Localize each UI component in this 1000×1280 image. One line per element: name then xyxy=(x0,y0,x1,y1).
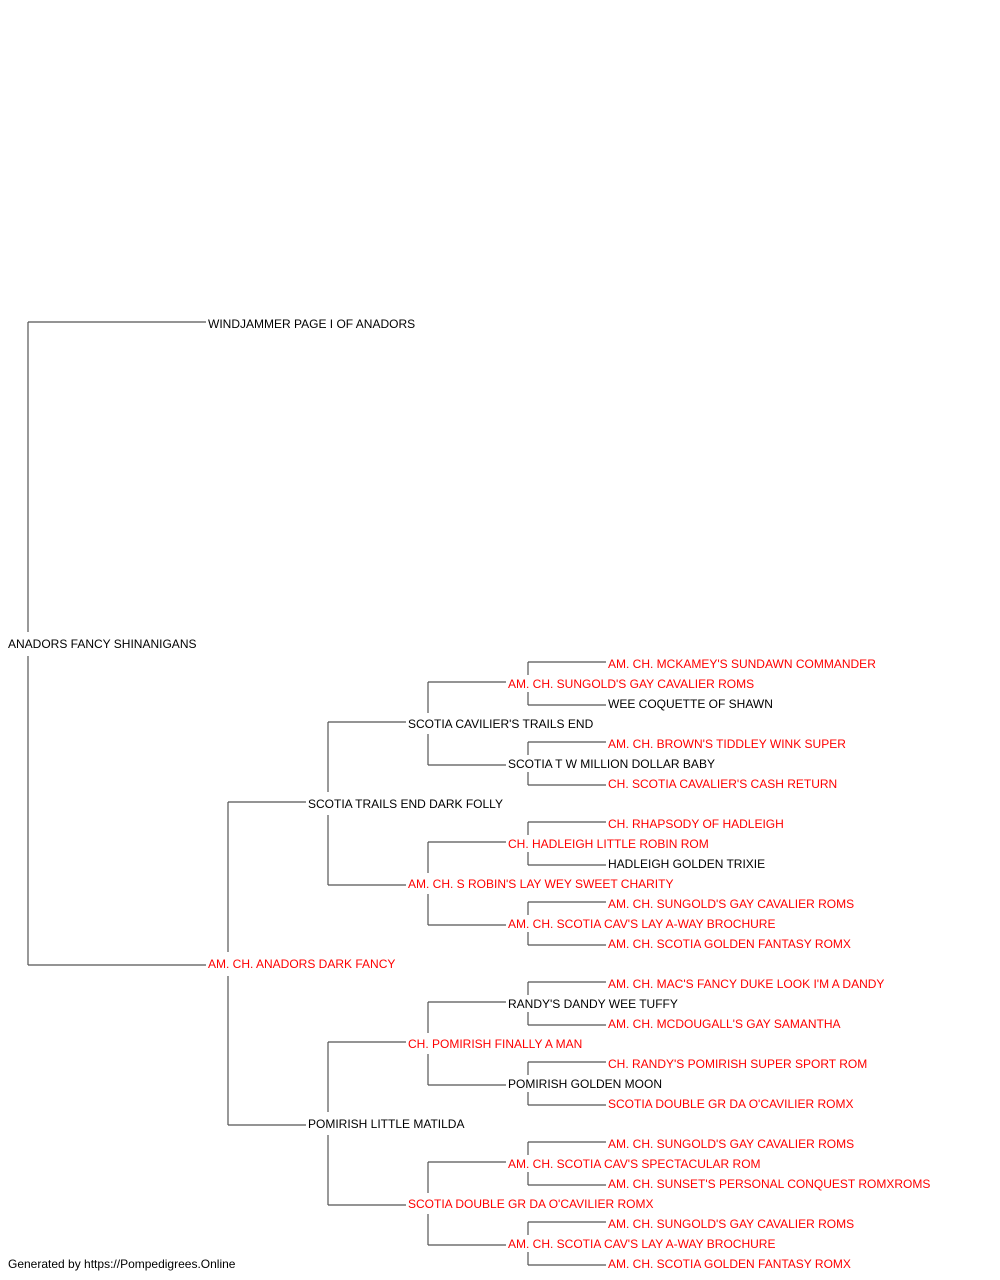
dog-name[interactable]: SCOTIA DOUBLE GR DA O'CAVILIER ROMX xyxy=(608,1097,853,1111)
dog-name[interactable]: AM. CH. ANADORS DARK FANCY xyxy=(208,957,395,971)
dog-name[interactable]: AM. CH. SCOTIA CAV'S SPECTACULAR ROM xyxy=(508,1157,761,1171)
dog-name[interactable]: AM. CH. SUNGOLD'S GAY CAVALIER ROMS xyxy=(508,677,754,691)
dog-name[interactable]: POMIRISH GOLDEN MOON xyxy=(508,1077,662,1091)
dog-name[interactable]: WINDJAMMER PAGE I OF ANADORS xyxy=(208,317,415,331)
dog-name[interactable]: AM. CH. S ROBIN'S LAY WEY SWEET CHARITY xyxy=(408,877,673,891)
dog-name[interactable]: AM. CH. BROWN'S TIDDLEY WINK SUPER xyxy=(608,737,846,751)
dog-name[interactable]: SCOTIA CAVILIER'S TRAILS END xyxy=(408,717,594,731)
dog-name[interactable]: SCOTIA T W MILLION DOLLAR BABY xyxy=(508,757,715,771)
dog-name[interactable]: ANADORS FANCY SHINANIGANS xyxy=(8,637,196,651)
dog-name[interactable]: AM. CH. SUNSET'S PERSONAL CONQUEST ROMXR… xyxy=(608,1177,930,1191)
pedigree-names: ANADORS FANCY SHINANIGANS WINDJAMMER PAG… xyxy=(8,317,930,1271)
dog-name[interactable]: POMIRISH LITTLE MATILDA xyxy=(308,1117,464,1131)
dog-name[interactable]: AM. CH. MCDOUGALL'S GAY SAMANTHA xyxy=(608,1017,841,1031)
dog-name[interactable]: AM. CH. SCOTIA GOLDEN FANTASY ROMX xyxy=(608,937,851,951)
dog-name[interactable]: AM. CH. SUNGOLD'S GAY CAVALIER ROMS xyxy=(608,1217,854,1231)
dog-name[interactable]: AM. CH. SUNGOLD'S GAY CAVALIER ROMS xyxy=(608,897,854,911)
dog-name[interactable]: CH. SCOTIA CAVALIER'S CASH RETURN xyxy=(608,777,837,791)
dog-name[interactable]: AM. CH. SCOTIA GOLDEN FANTASY ROMX xyxy=(608,1257,851,1271)
dog-name[interactable]: RANDY'S DANDY WEE TUFFY xyxy=(508,997,678,1011)
dog-name[interactable]: CH. RANDY'S POMIRISH SUPER SPORT ROM xyxy=(608,1057,867,1071)
dog-name[interactable]: SCOTIA DOUBLE GR DA O'CAVILIER ROMX xyxy=(408,1197,653,1211)
dog-name[interactable]: AM. CH. MAC'S FANCY DUKE LOOK I'M A DAND… xyxy=(608,977,884,991)
dog-name[interactable]: CH. HADLEIGH LITTLE ROBIN ROM xyxy=(508,837,709,851)
dog-name[interactable]: HADLEIGH GOLDEN TRIXIE xyxy=(608,857,765,871)
dog-name[interactable]: AM. CH. MCKAMEY'S SUNDAWN COMMANDER xyxy=(608,657,876,671)
dog-name[interactable]: AM. CH. SCOTIA CAV'S LAY A-WAY BROCHURE xyxy=(508,917,775,931)
dog-name[interactable]: CH. POMIRISH FINALLY A MAN xyxy=(408,1037,582,1051)
dog-name[interactable]: AM. CH. SCOTIA CAV'S LAY A-WAY BROCHURE xyxy=(508,1237,775,1251)
dog-name[interactable]: AM. CH. SUNGOLD'S GAY CAVALIER ROMS xyxy=(608,1137,854,1151)
pedigree-connectors xyxy=(27,321,606,1266)
dog-name[interactable]: CH. RHAPSODY OF HADLEIGH xyxy=(608,817,784,831)
generated-by-footer: Generated by https://Pompedigrees.Online xyxy=(8,1257,236,1271)
dog-name[interactable]: SCOTIA TRAILS END DARK FOLLY xyxy=(308,797,503,811)
dog-name[interactable]: WEE COQUETTE OF SHAWN xyxy=(608,697,773,711)
